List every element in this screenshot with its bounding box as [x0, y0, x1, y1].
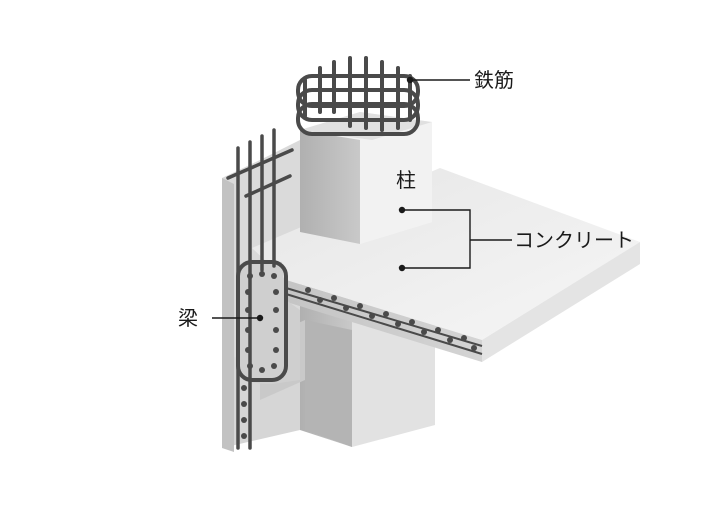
wall-rebar — [226, 128, 294, 450]
leader-dots — [256, 76, 414, 322]
label-rebar: 鉄筋 — [474, 68, 514, 92]
column-rebar-cage — [296, 56, 420, 136]
label-concrete: コンクリート — [514, 228, 634, 252]
beam-rebar-dots — [241, 271, 279, 439]
slab-rebar-lines — [285, 287, 483, 355]
label-beam: 梁 — [178, 306, 198, 330]
leader-lines — [212, 79, 512, 319]
label-column: 柱 — [396, 168, 416, 192]
